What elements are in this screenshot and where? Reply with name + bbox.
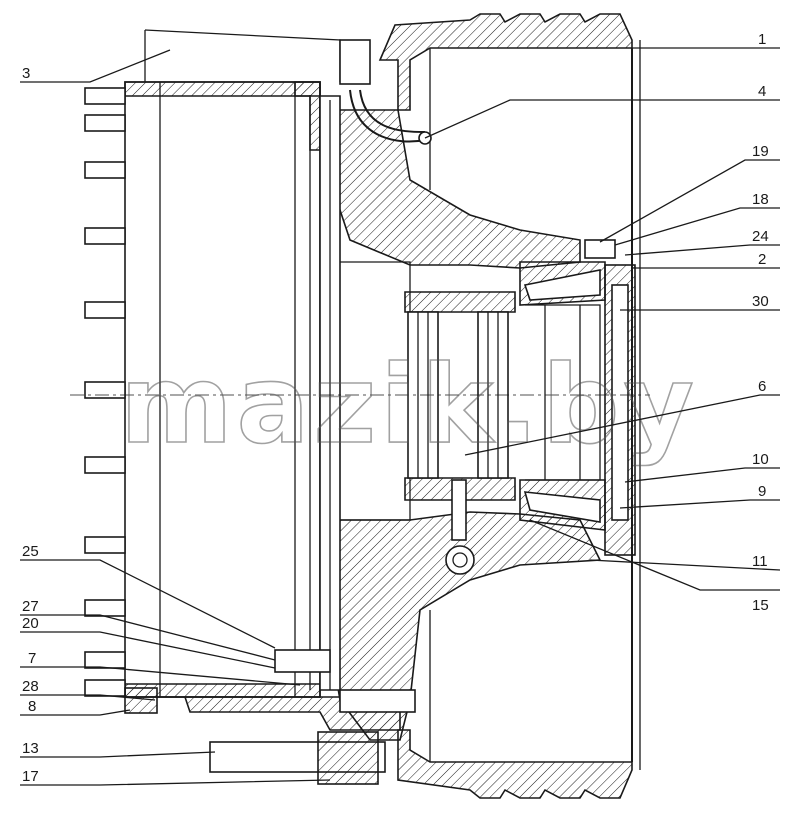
leader-lines [20,47,781,786]
callout-8: 8 [28,698,36,715]
callout-3: 3 [22,65,30,82]
callout-24: 24 [752,228,769,245]
hub-housing [320,13,641,799]
callout-1: 1 [758,31,766,48]
callout-6: 6 [758,378,766,395]
callout-10: 10 [752,451,769,468]
callout-17: 17 [22,768,39,785]
wheel-studs [84,87,158,714]
callout-28: 28 [22,678,39,695]
callout-2: 2 [758,251,766,268]
callout-20: 20 [22,615,39,632]
callout-7: 7 [28,650,36,667]
callout-18: 18 [752,191,769,208]
callout-27: 27 [22,598,39,615]
callout-labels: 1 4 19 18 24 2 30 6 10 9 11 15 3 25 27 2… [22,31,769,785]
spindle-and-bearings [70,39,650,785]
callout-9: 9 [758,483,766,500]
callout-11: 11 [752,553,768,570]
callout-15: 15 [752,597,769,614]
callout-25: 25 [22,543,39,560]
callout-30: 30 [752,293,769,310]
brake-cover [124,29,401,731]
watermark: mazik.by [120,343,698,468]
callout-19: 19 [752,143,769,160]
callout-4: 4 [758,83,766,100]
callout-13: 13 [22,740,39,757]
